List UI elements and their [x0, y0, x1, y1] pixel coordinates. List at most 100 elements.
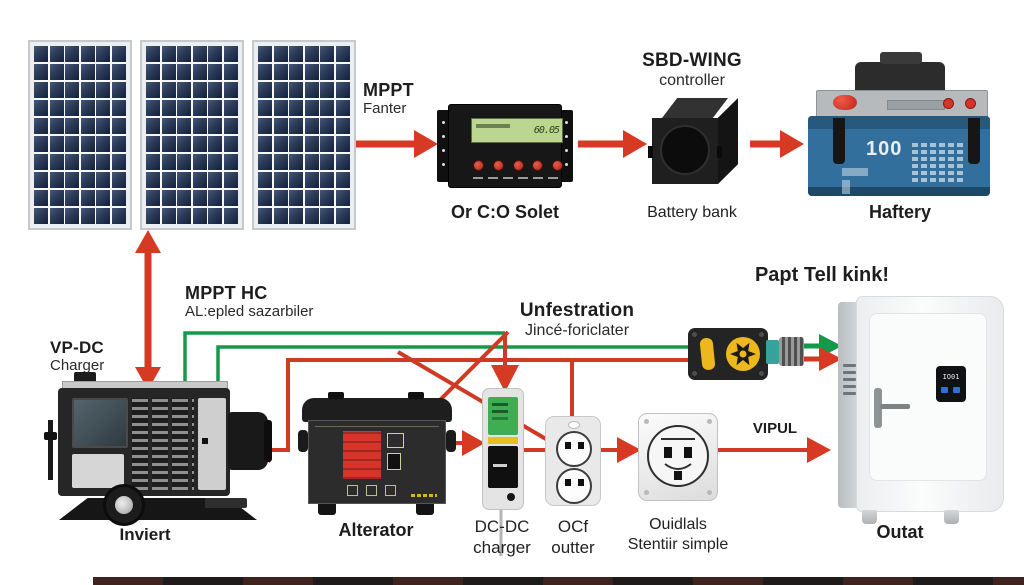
ocf-top-oval [568, 421, 580, 429]
battery-strap-left [833, 118, 845, 164]
solar-cell [111, 46, 126, 63]
solar-cell [49, 46, 64, 63]
fridge-display-value: IO01 [942, 373, 960, 381]
label-vipul: VIPUL [752, 420, 798, 437]
solar-cell [335, 63, 350, 81]
solar-cell [258, 117, 273, 135]
battery-top-band [808, 116, 990, 129]
alterator-yellow-print [411, 494, 437, 497]
solar-panel-grid [258, 46, 350, 224]
solar-cell [80, 63, 95, 81]
solar-cell [80, 46, 95, 63]
solar-cell [320, 189, 335, 207]
solar-cell [49, 63, 64, 81]
solar-cell [289, 46, 304, 63]
solar-cell [335, 99, 350, 117]
arrow-red-down-to-dcdc [491, 333, 519, 392]
ocf-caption: OCf outter [528, 516, 618, 559]
solar-cell [208, 189, 223, 207]
arrow-panels-to-controller [356, 130, 438, 158]
solar-cell [273, 46, 288, 63]
solar-cell [273, 135, 288, 153]
alterator-icon-row [347, 485, 396, 496]
solar-cell [34, 153, 49, 171]
solar-cell [34, 135, 49, 153]
solar-cell [146, 153, 161, 171]
battery-top-deck [816, 90, 988, 118]
alterator-icon-box-2 [387, 453, 401, 470]
fridge-vent [843, 392, 856, 395]
solar-cell [65, 46, 80, 63]
solar-cell [273, 153, 288, 171]
ribbed-cable [779, 337, 804, 366]
solar-cell [258, 189, 273, 207]
solar-cell [49, 171, 64, 189]
mppt-hc-subtitle: AL:epled sazarbiler [185, 303, 314, 321]
timer-device [688, 328, 768, 380]
alterator-trim-line [315, 426, 439, 427]
solar-cell [208, 63, 223, 81]
solar-cell [111, 135, 126, 153]
solar-cell [223, 117, 238, 135]
controller-caption: Or C:O Solet [450, 202, 559, 222]
solar-cell [258, 81, 273, 99]
alterator-foot-right [416, 504, 434, 515]
solar-cell [96, 189, 111, 207]
solar-cell [223, 153, 238, 171]
inverter-vent-grille [132, 398, 194, 490]
solar-cell [34, 63, 49, 81]
solar-cell [49, 99, 64, 117]
solar-cell [192, 153, 207, 171]
battery-caption: Haftery [868, 202, 932, 222]
solar-panel-grid [146, 46, 238, 224]
solar-cell [273, 171, 288, 189]
solar-cell [223, 81, 238, 99]
fridge-display-icon [941, 387, 948, 393]
solar-cell [96, 117, 111, 135]
bottom-edge-bar [93, 577, 1024, 585]
solar-cell [80, 99, 95, 117]
solar-cell [289, 99, 304, 117]
controller-lcd-screen: 60.05 [471, 118, 563, 143]
solar-cell [80, 117, 95, 135]
solar-cell [273, 117, 288, 135]
dcdc-green-screen [488, 397, 518, 435]
unfestration-title: Unfestration [519, 300, 635, 321]
arrow-controller-to-sbd [578, 130, 647, 158]
fridge-vent [843, 371, 856, 374]
solar-cell [192, 171, 207, 189]
inverter-side-door [198, 398, 226, 490]
solar-cell [258, 99, 273, 117]
ocf-socket-hole [565, 442, 571, 449]
solar-cell [111, 153, 126, 171]
sbd-tab-left [648, 146, 653, 158]
solar-cell [289, 153, 304, 171]
solar-cell [258, 171, 273, 189]
fridge-foot-right [944, 510, 959, 524]
arrow-panels-inverter-vertical [135, 230, 161, 390]
solar-cell [177, 117, 192, 135]
inverter-lower-panel [72, 454, 124, 488]
controller-flange-right [560, 110, 573, 182]
ocf-socket-top [556, 431, 592, 467]
solar-cell [304, 135, 319, 153]
solar-cell [223, 207, 238, 224]
label-mppt-hc: MPPT HC AL:epled sazarbiler [185, 283, 313, 321]
screw-icon [707, 490, 712, 495]
ouidlals-caption-line1: Ouidlals [649, 516, 707, 533]
fridge-door: IO01 [869, 313, 987, 481]
solar-cell [192, 135, 207, 153]
solar-cell [49, 189, 64, 207]
fridge-display-icon [953, 387, 960, 393]
solar-cell [80, 171, 95, 189]
solar-cell [49, 81, 64, 99]
solar-cell [49, 135, 64, 153]
inverter-caption: Inviert [119, 525, 171, 544]
solar-cell [335, 207, 350, 224]
dcdc-charger-device [482, 388, 524, 510]
solar-cell [49, 153, 64, 171]
battery-value: 100 [866, 138, 903, 160]
sbd-cube-device [648, 118, 722, 184]
solar-cell [208, 135, 223, 153]
